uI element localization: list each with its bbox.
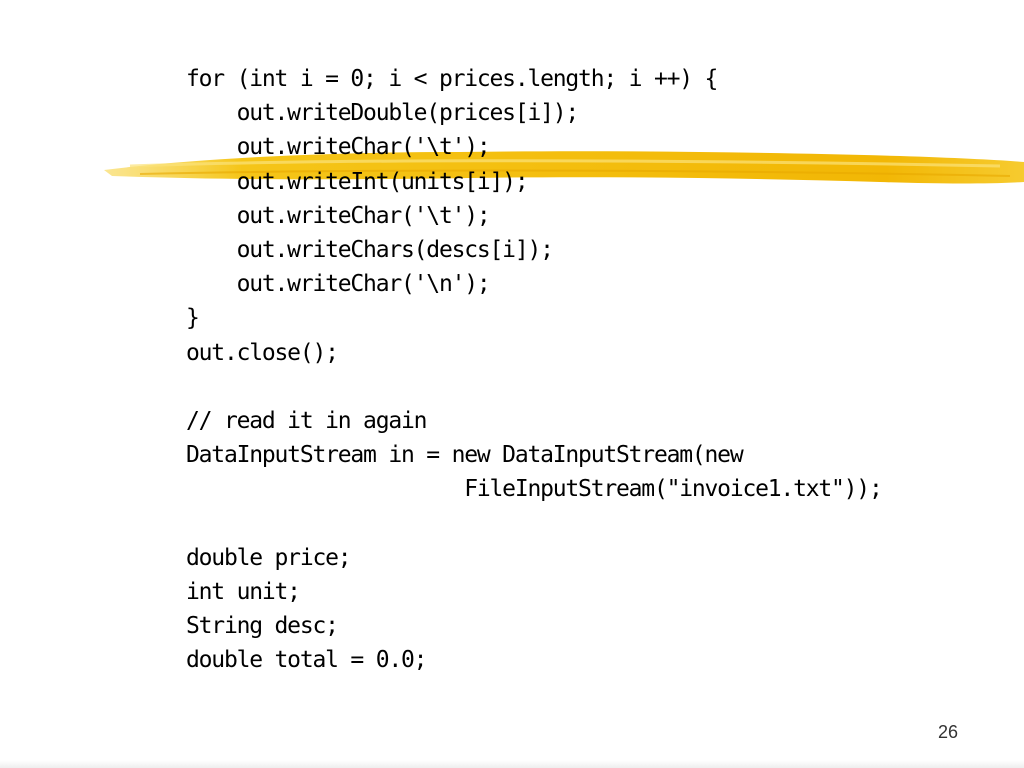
code-line: // read it in again	[186, 407, 427, 434]
code-line: out.writeInt(units[i]);	[186, 168, 529, 195]
page-number: 26	[937, 722, 958, 742]
code-line: String desc;	[186, 613, 339, 639]
code-line: FileInputStream("invoice1.txt"));	[186, 476, 883, 503]
code-line: double price;	[186, 544, 352, 571]
bottom-divider	[0, 760, 1024, 768]
code-line: out.writeChars(descs[i]);	[186, 236, 554, 263]
code-line	[186, 506, 882, 540]
code-line: out.writeChar('\t');	[186, 202, 491, 229]
code-line: out.writeDouble(prices[i]);	[186, 100, 580, 127]
code-line: out.writeChar('\n');	[186, 271, 491, 298]
code-line: out.writeChar('\t');	[186, 134, 491, 161]
code-line: for (int i = 0; i < prices.length; i ++)…	[186, 66, 718, 92]
code-line: out.close();	[186, 339, 339, 366]
code-line	[186, 370, 882, 404]
code-line: double total = 0.0;	[186, 647, 427, 674]
code-line: int unit;	[186, 578, 301, 605]
code-line: }	[186, 305, 200, 332]
code-block: for (int i = 0; i < prices.length; i ++)…	[186, 62, 883, 677]
code-line: DataInputStream in = new DataInputStream…	[186, 442, 744, 469]
